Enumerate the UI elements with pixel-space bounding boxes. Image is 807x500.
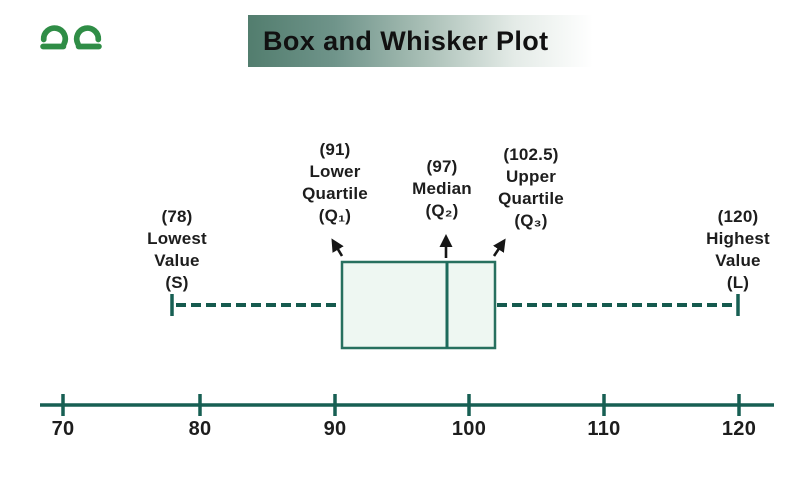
logo-right-g bbox=[73, 25, 102, 47]
title-banner: Box and Whisker Plot bbox=[248, 15, 640, 67]
axis-label-80: 80 bbox=[188, 418, 212, 440]
highest-value-label: (120) Highest Value (L) bbox=[706, 207, 770, 292]
upper-quartile-label: (102.5) Upper Quartile (Q₃) bbox=[498, 145, 564, 230]
axis-label-70: 70 bbox=[51, 418, 75, 440]
axis-label-90: 90 bbox=[323, 418, 347, 440]
logo-left-g bbox=[40, 25, 69, 47]
axis-label-120: 120 bbox=[721, 418, 757, 440]
lower-quartile-label: (91) Lower Quartile (Q₁) bbox=[302, 140, 368, 225]
axis-label-110: 110 bbox=[587, 418, 621, 440]
upper-quartile-arrow bbox=[492, 238, 506, 257]
axis-label-100: 100 bbox=[451, 418, 487, 440]
lower-quartile-arrow bbox=[331, 238, 344, 257]
page-title: Box and Whisker Plot bbox=[263, 25, 549, 56]
median-label: (97) Median (Q₂) bbox=[412, 157, 472, 220]
iqr-box bbox=[340, 260, 497, 350]
geeksforgeeks-logo-icon bbox=[38, 14, 104, 54]
lowest-value-label: (78) Lowest Value (S) bbox=[147, 207, 207, 292]
